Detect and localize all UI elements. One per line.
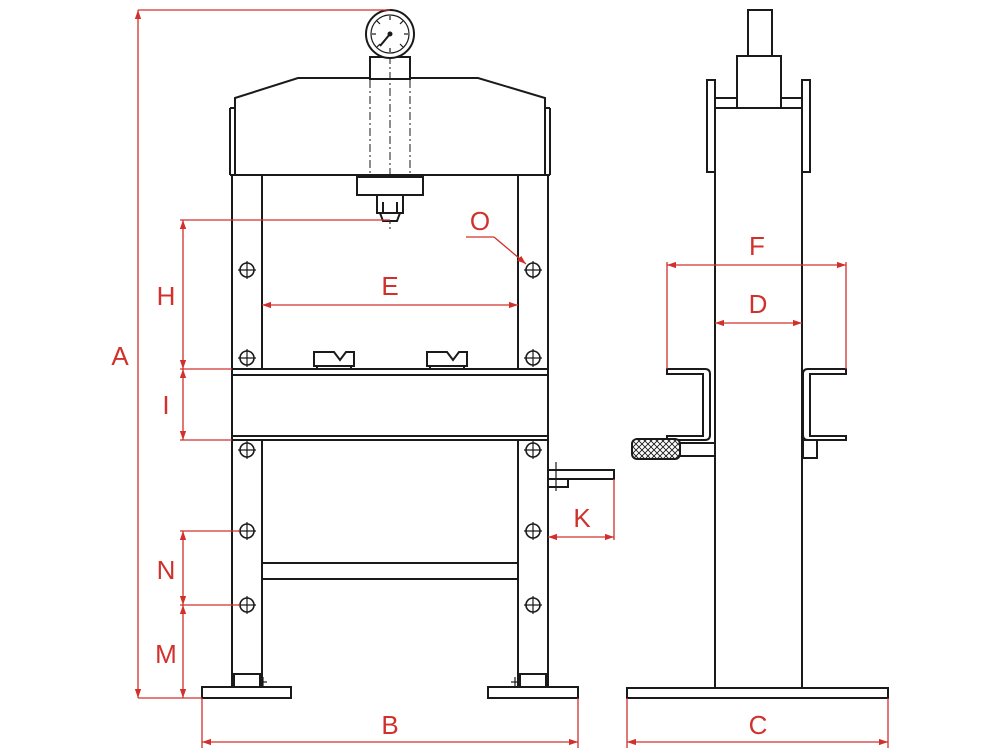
table-channel-right (802, 368, 847, 441)
dim-label-D: D (749, 289, 768, 319)
v-block-right (426, 351, 468, 367)
dim-label-I: I (162, 390, 169, 420)
v-block-left (313, 351, 355, 367)
ram-block (356, 176, 424, 196)
ram-tip (378, 212, 402, 222)
pin-hole (524, 349, 542, 367)
pin-hole (524, 261, 542, 279)
pin-hole (238, 261, 256, 279)
dim-label-O: O (470, 206, 490, 236)
table-channel-left (666, 368, 711, 441)
pin-hole (238, 441, 256, 459)
dim-label-H: H (157, 281, 176, 311)
work-table (231, 368, 549, 441)
dimensions: A H I N M E O K B (111, 9, 889, 748)
dim-label-A: A (111, 341, 129, 371)
pin-hole (238, 349, 256, 367)
knurled-handle-icon (631, 438, 681, 460)
pump-lever-bracket (547, 469, 615, 480)
pin-hole (524, 596, 542, 614)
foot-right (487, 686, 579, 699)
dim-label-B: B (381, 710, 398, 740)
dim-label-M: M (155, 639, 177, 669)
side-column (714, 107, 803, 689)
dim-label-C: C (749, 710, 768, 740)
foot-left (201, 686, 292, 699)
side-gauge-stem (747, 9, 773, 57)
lower-crossbar (261, 562, 519, 580)
pin-hole (524, 522, 542, 540)
dim-label-K: K (573, 503, 591, 533)
dim-label-N: N (157, 555, 176, 585)
side-base (626, 687, 889, 699)
pin-hole (524, 441, 542, 459)
pin-hole (238, 522, 256, 540)
pin-holes (238, 261, 542, 614)
pump-handle-shaft (679, 442, 716, 457)
front-view (201, 9, 615, 699)
ram-piston (376, 194, 404, 214)
side-view (626, 9, 889, 699)
dim-label-F: F (749, 231, 765, 261)
pressure-gauge-icon (365, 9, 415, 59)
side-plate-left (706, 79, 716, 173)
side-plate-right (801, 79, 811, 173)
dim-leader-O (493, 236, 527, 265)
side-cylinder (736, 55, 782, 109)
dim-label-E: E (381, 271, 398, 301)
